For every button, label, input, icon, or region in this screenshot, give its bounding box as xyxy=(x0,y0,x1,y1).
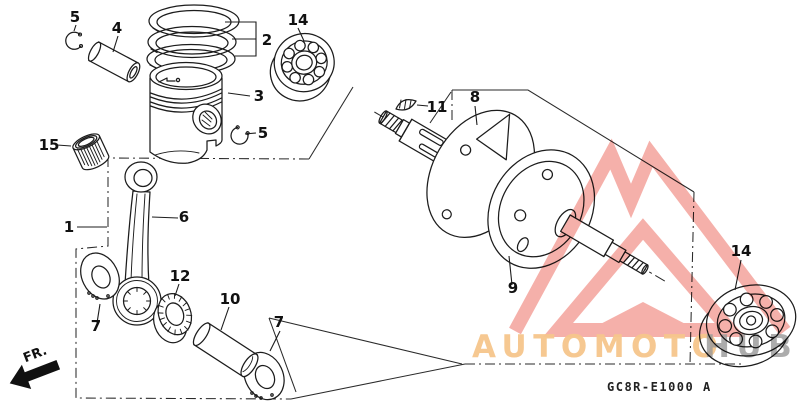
callout-15: 15 xyxy=(39,136,60,154)
callout-7-right: 7 xyxy=(274,313,284,331)
thrust-washer-left xyxy=(80,252,120,300)
watermark-logo-triangle-solid xyxy=(587,302,699,331)
connecting-rod xyxy=(112,161,162,326)
watermark-text-secondary: HUB xyxy=(704,329,798,365)
piston-crown-stamp xyxy=(158,77,176,83)
boundary-key-slant xyxy=(429,91,452,124)
callout-4: 4 xyxy=(112,19,122,37)
callout-10: 10 xyxy=(220,290,241,308)
crank-pin xyxy=(192,322,259,378)
callout-3: 3 xyxy=(254,87,264,105)
watermark-logo-m xyxy=(509,138,791,336)
callout-1: 1 xyxy=(64,218,74,236)
callout-8: 8 xyxy=(470,88,480,106)
needle-bearing-big-end xyxy=(152,292,193,344)
fr-label: FR. xyxy=(21,343,49,366)
piston xyxy=(149,61,223,164)
callout-5-right: 5 xyxy=(258,124,268,142)
group-boundary-lines xyxy=(75,86,743,400)
fr-arrow: FR. xyxy=(9,343,61,390)
watermark: AUTOMOTO HUB xyxy=(472,138,798,365)
circlip-right xyxy=(230,125,250,145)
piston-pin xyxy=(87,41,141,83)
ball-bearing-right xyxy=(698,284,797,368)
boundary-rod-group xyxy=(75,157,310,400)
woodruff-key xyxy=(395,99,417,111)
boundary-crank-top xyxy=(452,89,695,193)
callout-6: 6 xyxy=(179,208,189,226)
callout-9: 9 xyxy=(508,279,518,297)
crankshaft xyxy=(374,109,666,282)
callout-7-left: 7 xyxy=(91,317,101,335)
ball-bearing-top xyxy=(269,32,335,102)
callout-14-top: 14 xyxy=(288,11,309,29)
boundary-piston-slant xyxy=(308,86,354,160)
diagram-code: GC8R-E1000 A xyxy=(607,380,712,394)
needle-bearing-small-end xyxy=(72,133,110,171)
callout-12: 12 xyxy=(170,267,191,285)
callout-11: 11 xyxy=(427,98,448,116)
boundary-bottom-slant xyxy=(290,363,466,400)
watermark-text-primary: AUTOMOTO xyxy=(472,329,724,365)
callout-5-top: 5 xyxy=(70,8,80,26)
fr-arrow-shape xyxy=(9,360,61,390)
callout-2: 2 xyxy=(262,31,272,49)
watermark-logo xyxy=(509,138,791,337)
circlip-top xyxy=(65,31,84,50)
boundary-divider-v xyxy=(268,317,463,393)
